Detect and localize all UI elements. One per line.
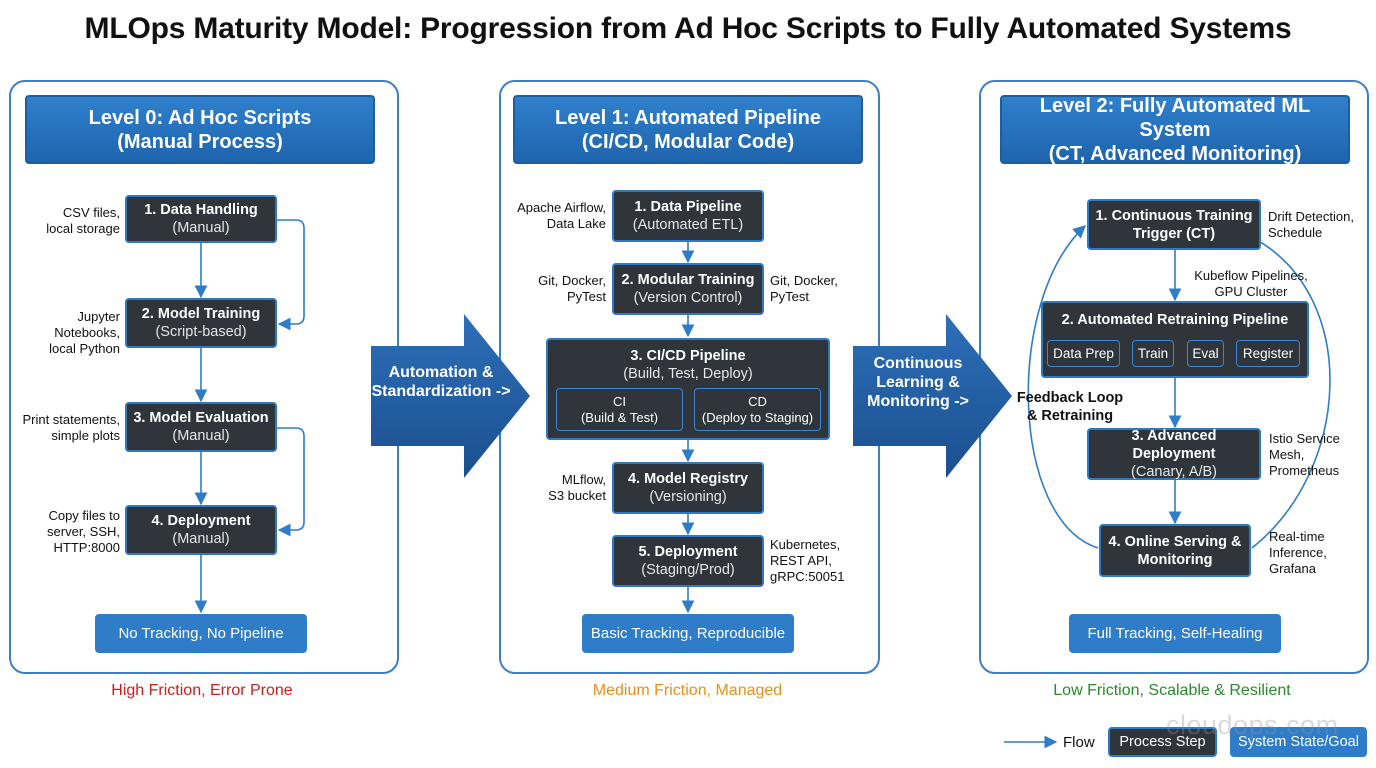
- level-2-sub-train: Train: [1132, 340, 1174, 367]
- level-2-friction: Low Friction, Scalable & Resilient: [1053, 682, 1291, 699]
- level-2-header-title: Level 2: Fully Automated ML System: [1039, 94, 1311, 141]
- step-name: 2. Model Training: [141, 306, 261, 322]
- level-2-step-online-serving: 4. Online Serving & Monitoring: [1099, 524, 1251, 577]
- transition-2-label: Continuous Learning & Monitoring ->: [867, 355, 969, 410]
- level-0-step-model-training: 2. Model Training (Script-based): [125, 298, 277, 348]
- level-1-note-2-left: Git, Docker, PyTest: [538, 273, 606, 304]
- step-detail: (Build, Test, Deploy): [623, 366, 753, 382]
- sub-detail: (Build & Test): [580, 409, 659, 425]
- sub-name: CI: [613, 393, 626, 409]
- legend-system-state: System State/Goal: [1230, 727, 1367, 757]
- step-detail: (Version Control): [633, 290, 743, 306]
- step-name: 4. Online Serving &: [1108, 533, 1242, 550]
- level-1-sub-ci: CI (Build & Test): [556, 388, 683, 431]
- step-detail: (Script-based): [155, 324, 247, 340]
- step-name: 4. Deployment: [151, 513, 251, 529]
- level-0-panel: [9, 80, 399, 674]
- level-0-step-deployment: 4. Deployment (Manual): [125, 505, 277, 555]
- level-1-step-deployment: 5. Deployment (Staging/Prod): [612, 535, 764, 587]
- level-1-note-4: MLflow, S3 bucket: [548, 472, 606, 503]
- step-name: 1. Continuous Training: [1095, 207, 1253, 224]
- step-name: 5. Deployment: [638, 544, 738, 560]
- level-1-header: Level 1: Automated Pipeline (CI/CD, Modu…: [513, 95, 863, 164]
- step-name: 3. Advanced Deployment: [1131, 428, 1217, 462]
- legend-flow-label: Flow: [1063, 734, 1095, 751]
- step-detail: Monitoring: [1137, 551, 1213, 568]
- sub-name: CD: [748, 393, 767, 409]
- level-2-step-advanced-deployment: 3. Advanced Deployment (Canary, A/B): [1087, 428, 1261, 480]
- level-0-note-2: Jupyter Notebooks, local Python: [49, 309, 120, 356]
- level-0-state: No Tracking, No Pipeline: [95, 614, 307, 653]
- level-2-sub-data-prep: Data Prep: [1047, 340, 1120, 367]
- step-detail: (Manual): [172, 531, 230, 547]
- level-1-state: Basic Tracking, Reproducible: [582, 614, 794, 653]
- sub-detail: (Deploy to Staging): [701, 409, 814, 425]
- level-1-header-subtitle: (CI/CD, Modular Code): [581, 130, 795, 153]
- transition-1-label: Automation & Standardization ->: [371, 364, 511, 400]
- step-name: 2. Automated Retraining Pipeline: [1061, 312, 1289, 328]
- level-2-note-4: Real-time Inference, Grafana: [1269, 529, 1327, 576]
- level-1-header-title: Level 1: Automated Pipeline: [555, 106, 821, 129]
- level-2-note-1: Drift Detection, Schedule: [1268, 209, 1354, 240]
- step-detail: Trigger (CT): [1132, 225, 1216, 242]
- legend-process-step: Process Step: [1108, 727, 1217, 757]
- level-1-note-5-right: Kubernetes, REST API, gRPC:50051: [770, 537, 845, 584]
- level-0-note-4: Copy files to server, SSH, HTTP:8000: [47, 508, 120, 555]
- step-detail: (Canary, A/B): [1131, 464, 1217, 480]
- step-name: 2. Modular Training: [621, 272, 755, 288]
- page-title: MLOps Maturity Model: Progression from A…: [84, 12, 1292, 45]
- level-2-note-2: Kubeflow Pipelines, GPU Cluster: [1194, 268, 1308, 299]
- step-detail: (Manual): [172, 220, 230, 236]
- step-detail: (Staging/Prod): [641, 562, 735, 578]
- level-1-note-1: Apache Airflow, Data Lake: [517, 200, 606, 231]
- level-2-sub-eval: Eval: [1187, 340, 1224, 367]
- level-0-step-model-evaluation: 3. Model Evaluation (Manual): [125, 402, 277, 452]
- step-name: 4. Model Registry: [627, 471, 749, 487]
- level-0-header-subtitle: (Manual Process): [117, 130, 283, 153]
- step-name: 3. CI/CD Pipeline: [630, 348, 746, 364]
- level-2-feedback-label: Feedback Loop & Retraining: [1016, 390, 1124, 424]
- level-0-header-title: Level 0: Ad Hoc Scripts: [88, 106, 312, 129]
- level-2-header: Level 2: Fully Automated ML System (CT, …: [1000, 94, 1350, 165]
- level-1-step-data-pipeline: 1. Data Pipeline (Automated ETL): [612, 190, 764, 242]
- step-detail: (Automated ETL): [632, 217, 744, 233]
- level-1-step-model-registry: 4. Model Registry (Versioning): [612, 462, 764, 514]
- level-0-note-3: Print statements, simple plots: [22, 412, 120, 443]
- step-name: 3. Model Evaluation: [133, 410, 269, 426]
- level-0-step-data-handling: 1. Data Handling (Manual): [125, 195, 277, 243]
- level-2-state: Full Tracking, Self-Healing: [1069, 614, 1281, 653]
- level-2-step-continuous-training: 1. Continuous Training Trigger (CT): [1087, 199, 1261, 250]
- level-2-sub-register: Register: [1236, 340, 1300, 367]
- watermark: cloudops.com: [1166, 710, 1339, 740]
- step-detail: (Versioning): [649, 489, 727, 505]
- step-name: 1. Data Handling: [144, 202, 258, 218]
- level-2-note-3: Istio Service Mesh, Prometheus: [1269, 431, 1340, 478]
- step-detail: (Manual): [172, 428, 230, 444]
- level-1-sub-cd: CD (Deploy to Staging): [694, 388, 821, 431]
- level-0-friction: High Friction, Error Prone: [111, 682, 293, 699]
- level-0-header: Level 0: Ad Hoc Scripts (Manual Process): [25, 95, 375, 164]
- level-1-friction: Medium Friction, Managed: [592, 682, 783, 699]
- level-1-step-modular-training: 2. Modular Training (Version Control): [612, 263, 764, 315]
- step-name: 1. Data Pipeline: [634, 199, 742, 215]
- level-2-header-subtitle: (CT, Advanced Monitoring): [1048, 142, 1302, 165]
- level-1-note-2-right: Git, Docker, PyTest: [770, 273, 838, 304]
- level-0-note-1: CSV files, local storage: [46, 205, 120, 236]
